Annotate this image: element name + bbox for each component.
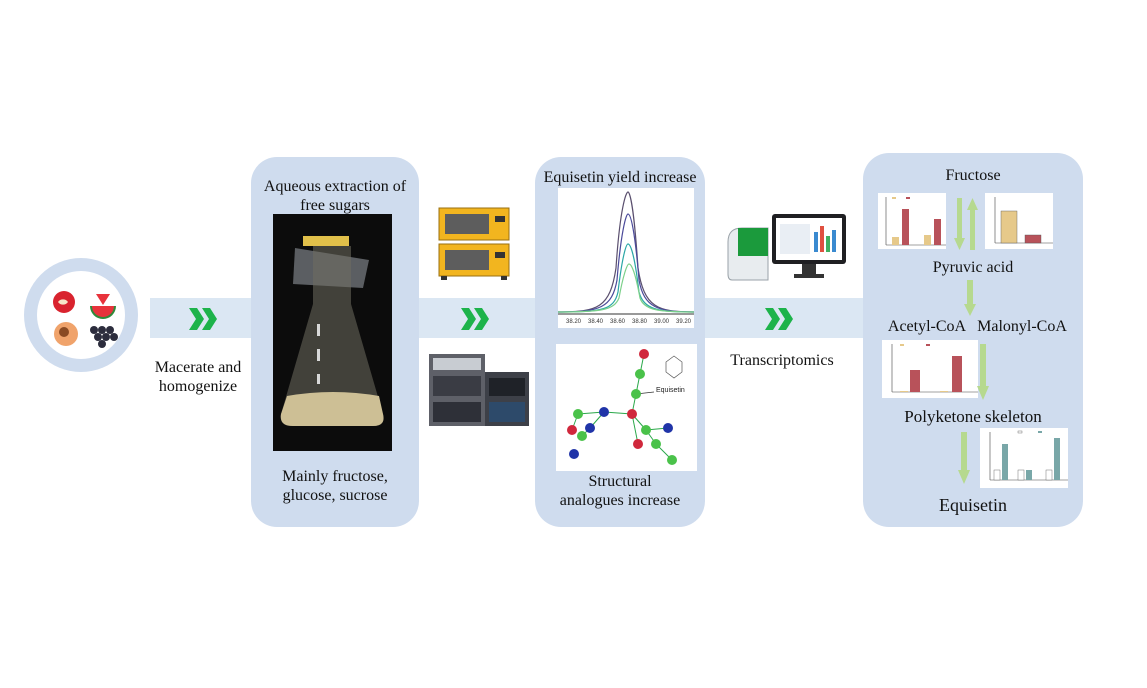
svg-text:38.20: 38.20 — [566, 319, 582, 325]
svg-text:38.40: 38.40 — [588, 319, 604, 325]
down-arrow-icon-2 — [977, 344, 989, 400]
transcriptomics-label: Transcriptomics — [730, 352, 834, 369]
chevron-icon-2 — [461, 308, 489, 330]
hplc-icon — [427, 350, 531, 428]
reversible-arrow-icon — [954, 198, 978, 250]
incubator-icon — [437, 206, 511, 280]
network-label: Equisetin — [656, 387, 685, 394]
bar-chart-1 — [878, 193, 946, 249]
chromatogram-image: 38.20 38.40 38.60 38.80 39.00 39.20 — [557, 188, 695, 328]
svg-text:39.00: 39.00 — [654, 319, 670, 325]
chevron-icon-1 — [189, 308, 217, 330]
malonyl-label: Malonyl-CoA — [977, 318, 1067, 335]
bar-chart-4 — [980, 428, 1068, 488]
macerate-label: Macerate and homogenize — [154, 359, 242, 395]
svg-text:38.60: 38.60 — [610, 319, 626, 325]
down-arrow-icon-1 — [964, 280, 976, 316]
polyketone-label: Polyketone skeleton — [904, 407, 1042, 426]
fruit-plate-icon — [24, 258, 138, 372]
svg-text:38.80: 38.80 — [632, 319, 648, 325]
bar-chart-3 — [882, 340, 978, 398]
pyruvic-label: Pyruvic acid — [932, 259, 1014, 276]
equisetin-label: Equisetin — [939, 495, 1007, 515]
down-arrow-icon-3 — [958, 432, 970, 484]
acetyl-label: Acetyl-CoA — [887, 318, 967, 335]
flask-photo-icon — [273, 214, 392, 451]
fructose-label: Fructose — [945, 167, 1001, 184]
extraction-title: Aqueous extraction of free sugars — [263, 178, 407, 214]
molecular-network-image: Equisetin — [556, 344, 697, 471]
sequencer-icon — [724, 212, 848, 286]
svg-text:39.20: 39.20 — [676, 319, 692, 325]
sugars-caption: Mainly fructose, glucose, sucrose — [282, 468, 388, 504]
analogues-caption: Structural analogues increase — [559, 473, 681, 509]
bar-chart-2 — [985, 193, 1053, 249]
yield-title: Equisetin yield increase — [543, 169, 697, 186]
chevron-icon-3 — [765, 308, 793, 330]
